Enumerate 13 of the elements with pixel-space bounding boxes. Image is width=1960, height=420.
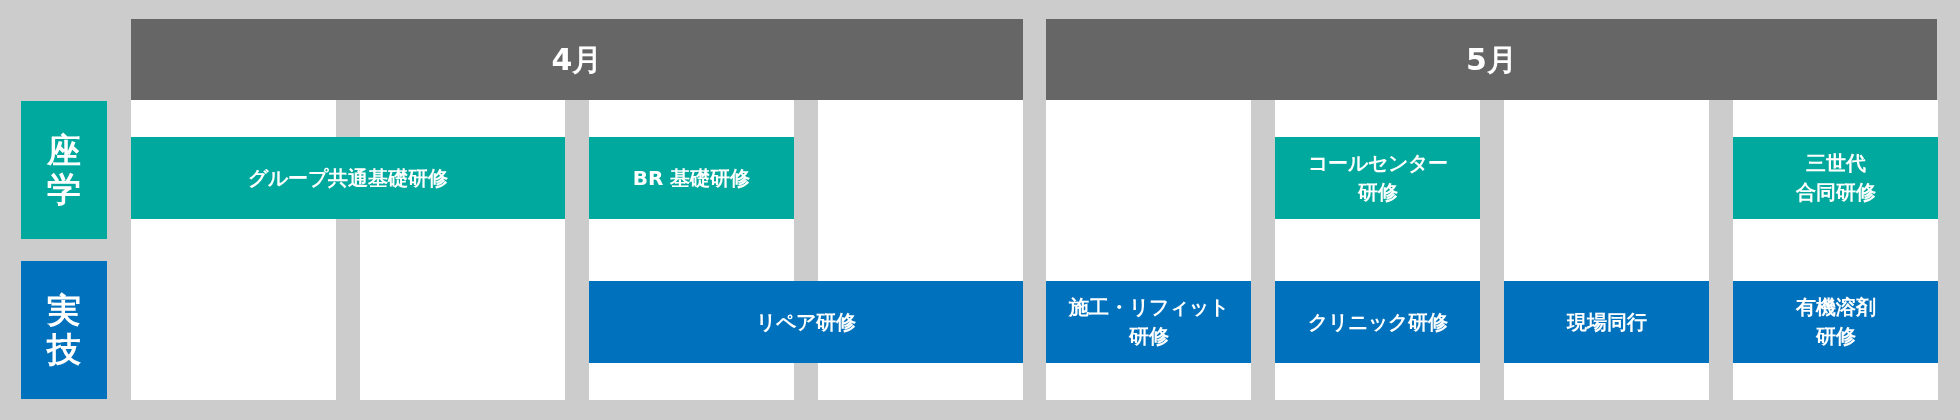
training-bar: グループ共通基礎研修 xyxy=(131,137,565,219)
training-bar: 有機溶剤研修 xyxy=(1733,281,1938,363)
row-label: 実技 xyxy=(21,261,107,399)
month-header: 4月 xyxy=(131,19,1023,100)
training-bar: コールセンター研修 xyxy=(1275,137,1480,219)
training-bar: 三世代合同研修 xyxy=(1733,137,1938,219)
training-bar: BR 基礎研修 xyxy=(589,137,794,219)
training-bar: クリニック研修 xyxy=(1275,281,1480,363)
training-bar: リペア研修 xyxy=(589,281,1023,363)
month-header: 5月 xyxy=(1046,19,1937,100)
training-bar: 現場同行 xyxy=(1504,281,1709,363)
row-label: 座学 xyxy=(21,101,107,239)
training-bar: 施工・リフィット研修 xyxy=(1046,281,1251,363)
